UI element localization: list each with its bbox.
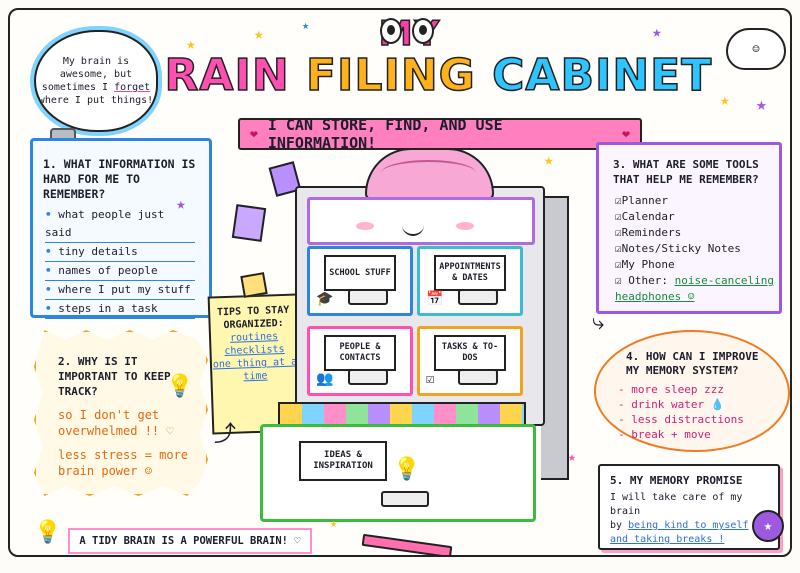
tips-item: one thing at a time [212, 356, 298, 383]
infographic-page: MY BRAIN FILING CABINET ❤ I CAN STORE, F… [8, 8, 792, 557]
calendar-icon: 📅 [426, 291, 444, 307]
panel2-heading: 2. WHY IS IT IMPORTANT TO KEEP TRACK? [58, 355, 171, 398]
panel5-line-3: and taking breaks ! [610, 534, 725, 545]
panel4-heading: 4. HOW CAN I IMPROVE MY MEMORY SYSTEM? [626, 350, 759, 377]
panel1-list: what people just said tiny details names… [45, 206, 209, 319]
cloud-line-2: awesome, but [59, 69, 133, 80]
drawer-people-contacts[interactable]: PEOPLE & CONTACTS 👥 [307, 326, 413, 396]
drawer-handle[interactable] [348, 289, 388, 305]
star-icon: ★ [568, 450, 576, 465]
tool-item: Notes/Sticky Notes [615, 241, 779, 257]
pencil-icon [361, 533, 453, 555]
thought-cloud: My brain is awesome, but sometimes I for… [34, 30, 158, 132]
drawer-label: APPOINTMENTS & DATES [434, 255, 506, 291]
list-item: where I put my stuff [45, 281, 195, 300]
arrow-icon: ⤷ [592, 310, 605, 335]
star-icon: ★ [544, 150, 554, 169]
star-icon: ★ [756, 94, 767, 115]
people-icon: 👥 [316, 371, 334, 387]
panel-memory-promise: 5. MY MEMORY PROMISE I will take care of… [598, 464, 780, 550]
lightbulb-icon: 💡 [393, 457, 421, 482]
panel5-line-1: I will take care of my brain [610, 492, 743, 517]
other-label: Other: [628, 274, 668, 287]
star-icon: ★ [652, 22, 662, 41]
list-item: tiny details [45, 243, 195, 262]
drawer-handle[interactable] [458, 289, 498, 305]
other-value: noise-canceling headphones ☺ [615, 274, 774, 303]
list-item: steps in a task [45, 300, 195, 319]
curved-arrow-icon: ⤴ [214, 422, 237, 447]
star-icon: ★ [302, 18, 310, 32]
cloud-line-4: where I put things! [38, 95, 154, 106]
panel-hard-to-remember: 1. WHAT INFORMATION IS HARD FOR ME TO RE… [30, 138, 212, 319]
star-icon: ★ [254, 24, 264, 43]
panel3-heading: 3. WHAT ARE SOME TOOLS THAT HELP ME REME… [613, 158, 759, 186]
cabinet-side [541, 196, 569, 480]
title-word-cabinet: CABINET [491, 49, 713, 102]
tool-item: Planner [615, 193, 779, 209]
page-title: BRAIN FILING CABINET [129, 49, 713, 102]
floating-paper-icon [240, 272, 268, 298]
tool-item: My Phone [615, 257, 779, 273]
improve-item: - less distractions [618, 413, 744, 426]
improve-item: - more sleep zzz [618, 383, 724, 396]
tool-item: Reminders [615, 225, 779, 241]
graduation-cap-icon: 🎓 [316, 291, 334, 307]
drawer-label: TASKS & TO-DOS [434, 335, 506, 371]
improve-item: - break + move [618, 428, 711, 441]
eye-icon [380, 18, 402, 44]
drawer-label: IDEAS & INSPIRATION [299, 441, 387, 481]
tips-title: TIPS TO STAY ORGANIZED: [216, 304, 290, 332]
star-icon: ★ [720, 90, 730, 109]
drawer-appointments[interactable]: APPOINTMENTS & DATES 📅 [417, 246, 523, 316]
drawer-school-stuff[interactable]: SCHOOL STUFF 🎓 [307, 246, 413, 316]
lightbulb-icon: 💡 [34, 520, 62, 545]
floating-paper-icon [231, 204, 267, 242]
tool-item: Calendar [615, 209, 779, 225]
award-ribbon-icon: ★ [752, 510, 784, 542]
star-icon: ★ [186, 34, 196, 53]
blush-icon [456, 222, 474, 230]
heart-icon: ❤ [622, 126, 630, 142]
list-item: what people just said [45, 206, 195, 243]
star-icon: ★ [330, 516, 338, 530]
improve-item: - drink water 💧 [618, 398, 725, 411]
cabinet-face-drawer [307, 197, 535, 245]
smile-icon [402, 224, 424, 236]
lightbulb-icon: 💡 [166, 374, 194, 399]
panel-improve-memory: 4. HOW CAN I IMPROVE MY MEMORY SYSTEM? -… [594, 330, 790, 452]
brain-icon [365, 148, 494, 200]
panel2-line-1: so I don't get overwhelmed !! ♡ [58, 408, 174, 438]
drawer-ideas-inspiration[interactable]: IDEAS & INSPIRATION 💡 [260, 424, 536, 522]
eye-icon [412, 18, 434, 44]
panel-tools: 3. WHAT ARE SOME TOOLS THAT HELP ME REME… [596, 142, 782, 314]
tool-item-other: Other: noise-canceling headphones ☺ [615, 273, 779, 305]
footer-banner: A TIDY BRAIN IS A POWERFUL BRAIN! ♡ [68, 528, 312, 554]
panel5-line-2: being kind to myself [628, 520, 749, 531]
drawer-handle[interactable] [348, 369, 388, 385]
heart-icon: ❤ [250, 126, 258, 142]
panel1-heading: 1. WHAT INFORMATION IS HARD FOR ME TO RE… [43, 157, 196, 201]
drawer-label: PEOPLE & CONTACTS [324, 335, 396, 371]
title-word-filing: FILING [305, 49, 476, 102]
blush-icon [356, 222, 374, 230]
star-icon: ★ [176, 194, 186, 213]
smiling-cloud-icon: ☺ [726, 28, 786, 70]
drawer-handle[interactable] [381, 491, 429, 507]
checkbox-icon: ☑ [426, 371, 435, 387]
cloud-line-1: My brain is [62, 56, 130, 67]
list-item: names of people [45, 262, 195, 281]
subtitle-banner: ❤ I CAN STORE, FIND, AND USE INFORMATION… [238, 116, 642, 152]
panel5-heading: 5. MY MEMORY PROMISE [610, 474, 743, 487]
drawer-tasks-todos[interactable]: TASKS & TO-DOS ☑ [417, 326, 523, 396]
cloud-line-3: sometimes I [41, 82, 109, 93]
drawer-label: SCHOOL STUFF [324, 255, 396, 291]
drawer-handle[interactable] [458, 369, 498, 385]
panel-why-important: 2. WHY IS IT IMPORTANT TO KEEP TRACK? so… [34, 330, 208, 496]
panel5-by: by [610, 520, 623, 531]
cloud-forget-word: forget [114, 82, 151, 93]
subtitle-text: I CAN STORE, FIND, AND USE INFORMATION! [267, 116, 503, 152]
panel2-line-2: less stress = more brain power ☺ [58, 448, 189, 478]
